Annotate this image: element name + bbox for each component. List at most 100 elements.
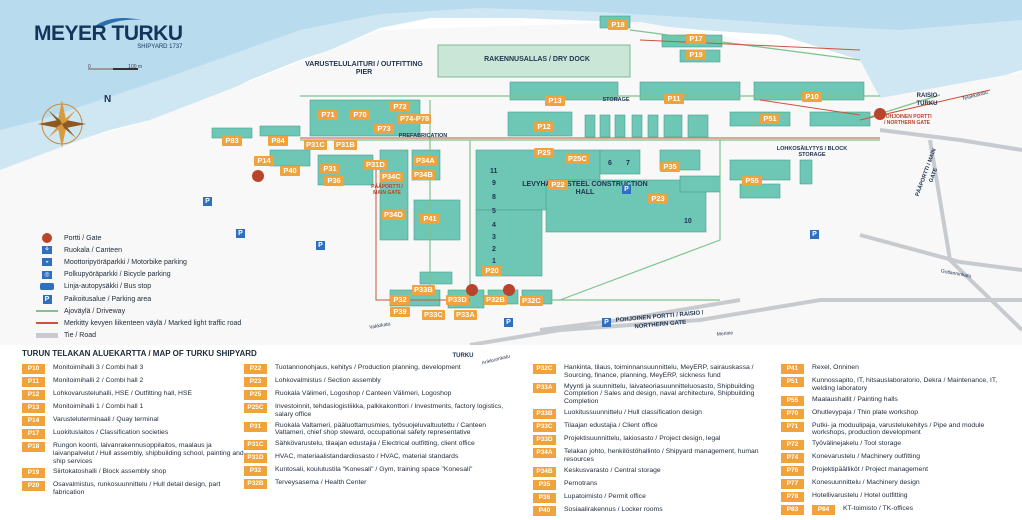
building-code-badge: P31 [244, 421, 267, 432]
gate-marker-south-1[interactable] [466, 284, 478, 296]
building-tag-p33d[interactable]: P33D [446, 295, 469, 305]
compass-rose [38, 100, 86, 148]
building-tag-p20[interactable]: P20 [482, 266, 502, 276]
building-tag-p83[interactable]: P83 [222, 136, 242, 146]
building-code-badge: P23 [244, 377, 267, 387]
building-tag-p34d[interactable]: P34D [382, 210, 405, 220]
building-tag-p18[interactable]: P18 [608, 20, 628, 30]
building-tag-p10[interactable]: P10 [802, 92, 822, 102]
building-tag-p36[interactable]: P36 [324, 176, 344, 186]
building-tag-p31d[interactable]: P31D [364, 160, 387, 170]
building-tag-p32[interactable]: P32 [390, 295, 410, 305]
building-code-badge: P84 [812, 505, 835, 516]
building-tag-p74-p78[interactable]: P74-P78 [398, 114, 432, 124]
building-tag-p23[interactable]: P23 [648, 194, 668, 204]
building-tag-p31[interactable]: P31 [320, 164, 340, 174]
building-tag-p84[interactable]: P84 [268, 136, 288, 146]
building-tag-p31b[interactable]: P31B [334, 140, 357, 150]
label-paint-storage: STORAGE [602, 97, 630, 103]
building-tag-p14[interactable]: P14 [254, 156, 274, 166]
compass-north-label: N [104, 94, 112, 105]
building-description: Kunnossapito, IT, hitsauslaboratorio, De… [812, 377, 998, 392]
hall-number: 5 [492, 208, 496, 215]
gate-marker-west[interactable] [252, 170, 264, 182]
building-tag-p25c[interactable]: P25C [566, 154, 589, 164]
meyer-turku-logo: MEYER TURKU SHIPYARD 1737 [34, 22, 183, 50]
building-tag-p22[interactable]: P22 [548, 180, 568, 190]
building-code-badge: P77 [781, 479, 804, 490]
building-tag-p39[interactable]: P39 [390, 307, 410, 317]
label-steel-hall: LEVYHALLI / STEEL CONSTRUCTION HALL [522, 181, 648, 196]
legend-row-road: Tie / Road [36, 330, 296, 342]
dry-dock [437, 44, 631, 78]
label-raisio-turku: RAISIO TURKU [916, 93, 938, 107]
building-description: Rexel, Onninen [812, 364, 859, 371]
building-tag-p33b[interactable]: P33B [412, 285, 435, 295]
building-tag-p32b[interactable]: P32B [484, 295, 507, 305]
building-tag-p71[interactable]: P71 [318, 110, 338, 120]
shipyard-map[interactable]: MEYER TURKU SHIPYARD 1737 0 100 m N VARU… [0, 0, 1022, 366]
building-tag-p12[interactable]: P12 [534, 122, 554, 132]
building-tag-p72[interactable]: P72 [390, 102, 410, 112]
gate-marker-south-2[interactable] [503, 284, 515, 296]
logo-subtitle: SHIPYARD 1737 [137, 44, 183, 50]
building-description: HVAC, materiaalistandardiosasto / HVAC, … [275, 453, 459, 461]
hall-number: 9 [492, 180, 496, 187]
building-code-badge: P20 [22, 481, 45, 492]
building-tag-p33a[interactable]: P33A [454, 310, 477, 320]
building-description: Sosiaalirakennus / Locker rooms [564, 505, 663, 513]
building-tag-p17[interactable]: P17 [686, 34, 706, 44]
building-tag-p51[interactable]: P51 [760, 114, 780, 124]
building-description: Konevarustelu / Machinery outfitting [812, 453, 921, 461]
building-tag-p32c[interactable]: P32C [520, 296, 543, 306]
parking-icon: P [810, 230, 819, 239]
building-tag-p19[interactable]: P19 [686, 50, 706, 60]
building-tag-p34c[interactable]: P34C [380, 172, 403, 182]
building-tag-p31c[interactable]: P31C [304, 140, 327, 150]
building-description: Lohkovarustelu­halli, HSE / Outfitting h… [53, 390, 193, 397]
building-tag-p25[interactable]: P25 [534, 148, 554, 158]
building-code-badge: P74 [781, 453, 804, 464]
building-description: Lupatoimisto / Permit office [564, 492, 646, 500]
parking-icon: P [602, 318, 611, 327]
parking-icon: P [622, 185, 631, 194]
building-tag-p11[interactable]: P11 [664, 94, 684, 104]
building-code-badge: P33A [533, 382, 556, 393]
building-code-badge: P55 [781, 395, 804, 406]
building-tag-p55[interactable]: P55 [742, 176, 762, 186]
building-tag-p33c[interactable]: P33C [422, 310, 445, 320]
building-tag-p35[interactable]: P35 [660, 162, 680, 172]
hall-number: 8 [492, 194, 496, 201]
building-tag-p40[interactable]: P40 [280, 166, 300, 176]
building-description: Rungon koonti, laivanrakennusoppilaitos,… [53, 442, 244, 465]
scale-end: 100 m [128, 64, 143, 70]
building-code-badge: P76 [781, 466, 804, 477]
building-code-badge: P17 [22, 429, 45, 439]
building-tag-p70[interactable]: P70 [350, 110, 370, 120]
gate-marker-northern[interactable] [874, 108, 886, 120]
building-tag-p13[interactable]: P13 [545, 96, 565, 106]
parking-icon: P [42, 294, 52, 304]
building-tag-p41[interactable]: P41 [420, 214, 440, 224]
building-tag-p73[interactable]: P73 [374, 124, 394, 134]
map-canvas [0, 0, 1022, 347]
building-tag-p34a[interactable]: P34A [414, 156, 437, 166]
building-code-badge: P72 [781, 440, 804, 451]
building-tag-p34b[interactable]: P34B [412, 170, 435, 180]
building-description: Tilaajan edustajia / Client office [564, 421, 658, 429]
label-outfitting-pier: VARUSTELULAITURI / OUTFITTING PIER [305, 61, 423, 76]
